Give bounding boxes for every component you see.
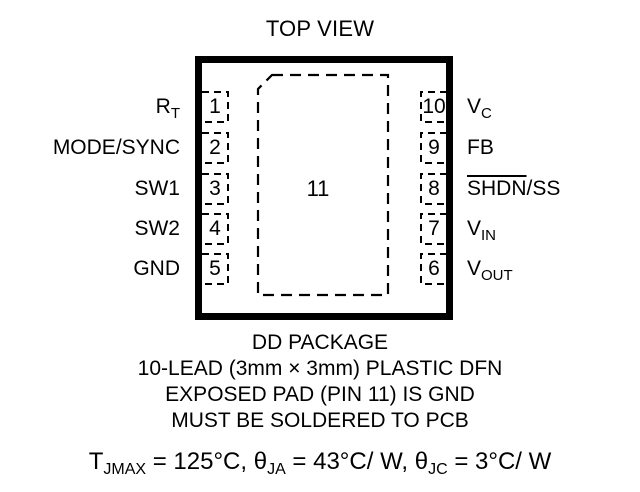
pin-number: 7 — [428, 217, 440, 240]
pin-label-mode-sync: MODE/SYNC — [52, 136, 180, 159]
pin-6: 6 — [420, 253, 447, 285]
pin-number: 10 — [422, 95, 446, 118]
pin-9: 9 — [420, 132, 447, 164]
pin-7: 7 — [420, 213, 447, 245]
note-package-name: DD PACKAGE — [251, 331, 389, 354]
pin-label-fb: FB — [467, 136, 494, 159]
pin-8: 8 — [420, 173, 447, 205]
note-package-type: 10-LEAD (3mm × 3mm) PLASTIC DFN — [137, 357, 503, 380]
pin-label-vout: VOUT — [467, 257, 513, 284]
pin-3: 3 — [202, 173, 229, 205]
pin-label-sw1: SW1 — [134, 177, 180, 200]
pin-4: 4 — [202, 213, 229, 245]
pin-number: 9 — [428, 136, 440, 159]
pin-number: 4 — [209, 217, 221, 240]
pin-label-shdn-ss: SHDN/SS — [467, 177, 561, 200]
pin-number: 1 — [209, 95, 221, 118]
pin-2: 2 — [202, 132, 229, 164]
pin-number: 3 — [209, 177, 221, 200]
exposed-pad-number: 11 — [306, 176, 330, 201]
exposed-pad — [256, 73, 390, 297]
package-outline — [195, 56, 453, 320]
diagram-title: TOP VIEW — [265, 16, 375, 41]
package-notes: DD PACKAGE 10-LEAD (3mm × 3mm) PLASTIC D… — [0, 330, 640, 434]
pin-number: 2 — [209, 136, 221, 159]
pin-label-vin: VIN — [467, 217, 497, 244]
pin-10: 10 — [420, 91, 447, 123]
pin-number: 8 — [428, 177, 440, 200]
pin-1: 1 — [202, 91, 229, 123]
note-exposed-pad: EXPOSED PAD (PIN 11) IS GND — [165, 383, 475, 406]
pin-label-rt: RT — [155, 95, 180, 122]
note-solder: MUST BE SOLDERED TO PCB — [171, 409, 469, 432]
pin-number: 6 — [428, 257, 440, 280]
pin-label-sw2: SW2 — [134, 217, 180, 240]
pin-5: 5 — [202, 253, 229, 285]
thermal-specs: TJMAX = 125°C, θJA = 43°C/ W, θJC = 3°C/… — [88, 448, 552, 478]
pin-number: 5 — [209, 257, 221, 280]
pin-label-vc: VC — [467, 95, 492, 122]
pin-label-gnd: GND — [133, 257, 180, 280]
